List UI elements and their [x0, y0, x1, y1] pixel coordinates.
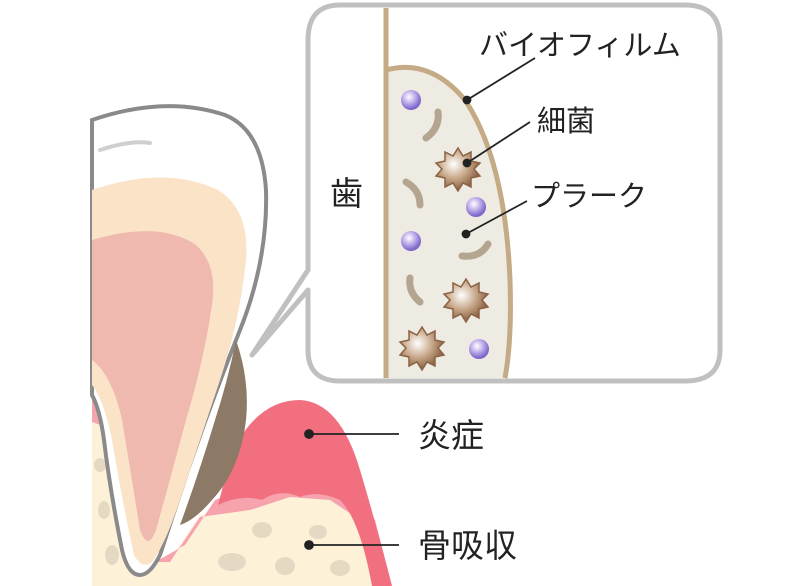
zoom-callout: 歯 バイオフィルム 細菌 プラーク: [249, 2, 723, 384]
enamel-highlight: [98, 140, 152, 152]
label-tooth: 歯: [330, 174, 363, 213]
gum: [92, 380, 392, 586]
tooth: [90, 104, 269, 578]
biofilm-border: [385, 64, 513, 379]
round-bacteria: [398, 146, 490, 372]
label-bone-resorption: 骨吸収: [418, 526, 517, 565]
rod-bacteria: [402, 108, 492, 306]
gum-inflamed: [218, 400, 392, 586]
label-inflammation: 炎症: [418, 416, 484, 455]
pulp: [92, 231, 214, 541]
label-biofilm: バイオフィルム: [479, 28, 681, 62]
label-bacteria: 細菌: [537, 104, 595, 138]
bone-pores: [94, 458, 350, 576]
particles: [401, 90, 489, 359]
outer-leaders: [304, 429, 399, 550]
callout-leaders: [461, 57, 536, 239]
calculus: [180, 340, 247, 525]
label-plaque: プラーク: [531, 179, 647, 213]
